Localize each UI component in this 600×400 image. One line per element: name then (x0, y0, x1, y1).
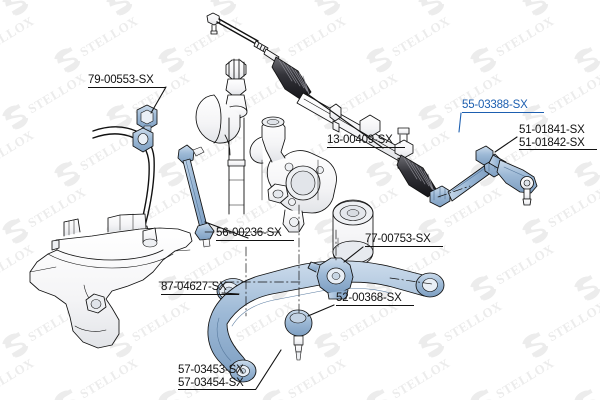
label-underline (161, 293, 239, 295)
label-text: 77-00753-SX (365, 233, 431, 245)
label-underline (178, 389, 256, 390)
label-stabilizer-bushing[interactable]: 79-00553-SX (88, 74, 166, 88)
label-text-line1: 51-01841-SX (519, 124, 585, 136)
label-steering-rack-boot[interactable]: 13-00409-SX (327, 134, 405, 148)
label-text-line2: 51-01842-SX (519, 136, 585, 149)
label-stabilizer-link[interactable]: 56-00236-SX (216, 227, 294, 241)
label-text: 52-00368-SX (336, 292, 402, 304)
label-text: 56-00236-SX (216, 227, 282, 239)
label-text-line2: 57-03454-SX (178, 376, 244, 389)
label-control-arm-bushing[interactable]: 87-04627-SX (161, 281, 239, 295)
label-text: 79-00553-SX (88, 74, 154, 86)
label-underline (365, 245, 443, 247)
label-underline (327, 146, 405, 148)
label-underline (519, 149, 597, 150)
label-underline (88, 86, 166, 88)
label-inner-tie-rod-highlighted[interactable]: 55-03388-SX (462, 99, 544, 113)
label-underline (462, 111, 544, 113)
label-text: 87-04627-SX (161, 281, 227, 293)
label-underline (216, 239, 294, 241)
label-engine-mount[interactable]: 77-00753-SX (365, 233, 443, 247)
label-text: 55-03388-SX (462, 99, 528, 111)
label-ball-joint[interactable]: 52-00368-SX (336, 292, 414, 306)
label-text: 13-00409-SX (327, 134, 393, 146)
label-lower-control-arm[interactable]: 57-03453-SX 57-03454-SX (178, 364, 256, 390)
label-text-line1: 57-03453-SX (178, 364, 244, 376)
label-outer-tie-rod-end[interactable]: 51-01841-SX 51-01842-SX (519, 124, 597, 150)
label-underline (336, 304, 414, 306)
